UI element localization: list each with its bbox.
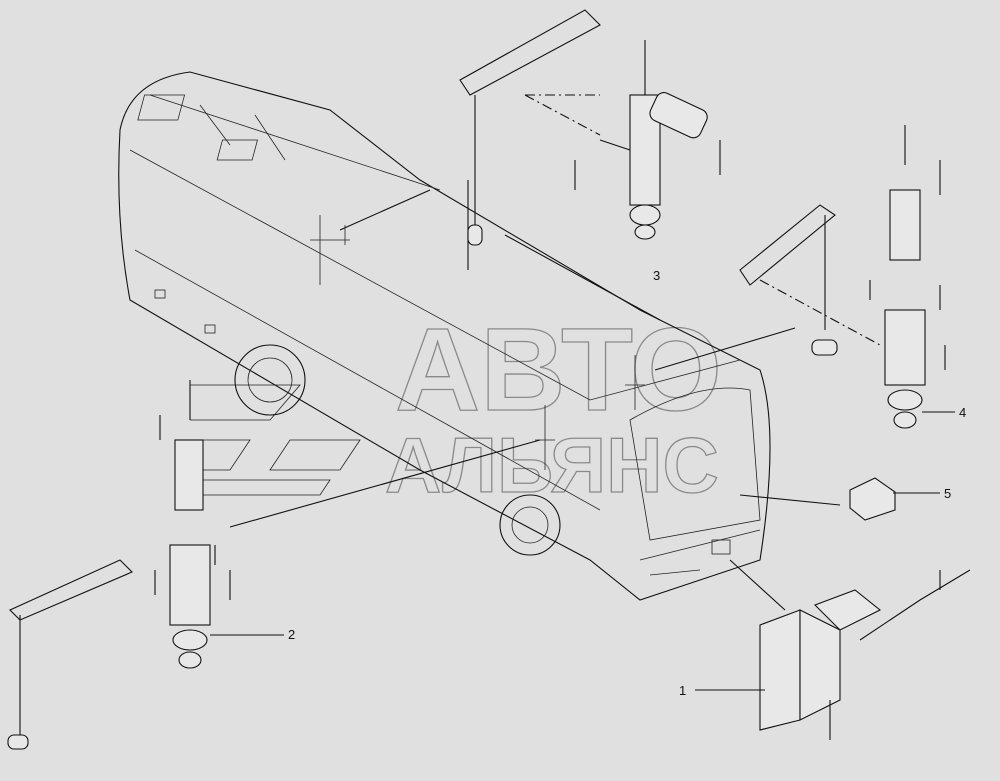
mounted-valves <box>310 215 731 555</box>
part-2-leveling-valve <box>7 380 231 750</box>
part-4-leveling-valve <box>739 125 946 429</box>
watermark-line1: АВТО <box>395 304 722 436</box>
callout-1: 1 <box>679 683 686 698</box>
bus-illustration <box>118 71 771 601</box>
callout-2: 2 <box>288 627 295 642</box>
callout-5: 5 <box>944 486 951 501</box>
part-1-solenoid-valve-block <box>759 569 971 740</box>
callout-4: 4 <box>959 405 966 420</box>
callouts: 1 2 3 4 5 <box>210 268 966 698</box>
part-3-leveling-valve <box>459 9 721 270</box>
part-5-switch <box>849 477 896 521</box>
watermark-line2: АЛЬЯНС <box>385 421 719 509</box>
watermark: АВТО АЛЬЯНС <box>190 303 723 510</box>
leader-lines <box>229 94 881 611</box>
callout-3: 3 <box>653 268 660 283</box>
